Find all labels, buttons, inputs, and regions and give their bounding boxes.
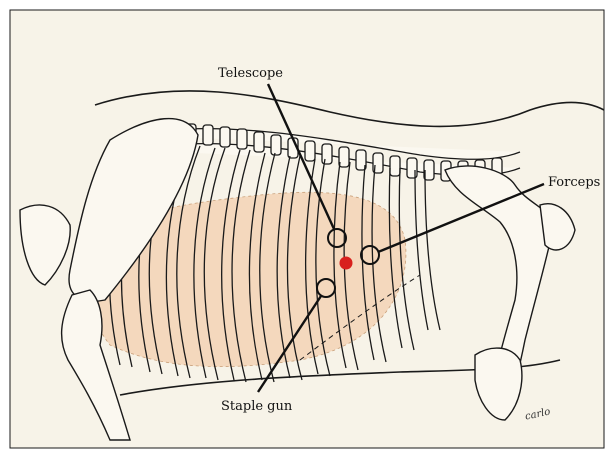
- lesion-marker: [340, 257, 353, 270]
- staple-gun-label: Staple gun: [221, 399, 292, 414]
- telescope-label: Telescope: [218, 66, 283, 81]
- forceps-label: Forceps: [548, 175, 600, 190]
